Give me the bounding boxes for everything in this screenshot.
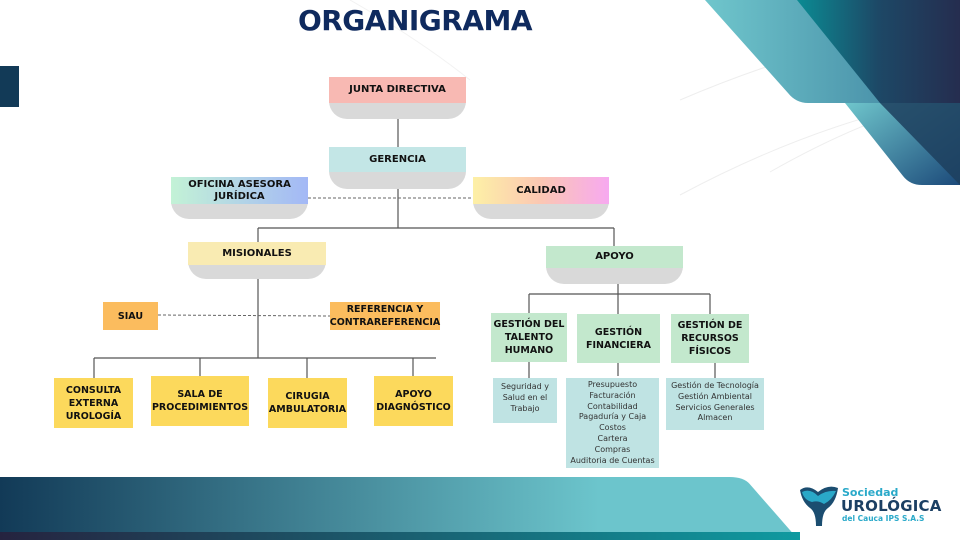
list-item: Salud en el [502,392,548,402]
decor-arc [349,0,471,81]
label-line: FINANCIERA [586,339,651,351]
label-line: GESTIÓN DE [677,320,743,331]
list-item: Facturación [589,390,636,400]
dashed-connector [157,314,331,317]
decor-bottom-band [0,477,799,540]
list-item: Compras [594,444,631,454]
node-apoyo-diagnostico: APOYO DIAGNÓSTICO [374,376,453,426]
label-line: CONTRAREFERENCIA [329,317,441,328]
node-junta-directiva: JUNTA DIRECTIVA [329,77,466,119]
decor-side-bar [0,66,19,107]
logo-line-3: del Cauca IPS S.A.S [842,514,925,523]
label-line: EXTERNA [68,397,119,409]
logo-mark-icon [800,486,838,526]
decor-bottom-strip [0,532,800,540]
label-line: AMBULATORIA [268,404,347,415]
page-title: ORGANIGRAMA [297,4,533,37]
label-line: PROCEDIMIENTOS [151,402,249,413]
label-line: JURÍDICA [214,190,265,202]
list-item: Cartera [597,433,628,443]
list-item: Costos [599,423,626,433]
label-line: TALENTO [504,332,554,343]
logo-line-1: Sociedad [842,486,899,499]
label-line: FÍSICOS [688,346,732,357]
node-label: MISIONALES [188,242,326,265]
list-item: Contabilidad [587,401,638,411]
node-label: CALIDAD [473,177,609,204]
list-item: Pagaduría y Caja [578,412,647,422]
list-item: Presupuesto [587,380,638,389]
node-shadow [546,264,683,284]
node-misionales: MISIONALES [188,242,326,279]
decor-shape [880,103,960,185]
node-gestion-recursos-fisicos: GESTIÓN DE RECURSOS FÍSICOS [671,314,749,363]
decor-shape [797,0,960,103]
list-item: Servicios Generales [675,402,755,412]
node-sala-de-procedimientos: SALA DE PROCEDIMIENTOS [151,376,249,426]
list-item: Auditoria de Cuentas [570,455,655,465]
node-label: SIAU [117,310,144,322]
node-siau: SIAU [103,302,158,330]
list-talento-humano: Seguridad y Salud en el Trabajo [493,378,557,423]
list-item: Almacen [697,413,733,423]
label-line: UROLOGÍA [65,410,122,422]
node-apoyo: APOYO [546,246,683,284]
node-label: APOYO [546,246,683,268]
label-line: REFERENCIA Y [346,304,424,315]
label-line: CIRUGIA [285,391,330,402]
label-line: APOYO [395,389,432,400]
label-line: OFICINA ASESORA [188,178,291,190]
company-logo: Sociedad UROLÓGICA del Cauca IPS S.A.S [798,480,958,530]
list-recursos-fisicos: Gestión de Tecnología Gestión Ambiental … [666,378,764,430]
node-calidad: CALIDAD [473,177,609,219]
list-item: Gestión de Tecnología [671,381,759,390]
list-item: Gestión Ambiental [678,391,752,401]
list-item: Trabajo [510,403,540,413]
node-label: JUNTA DIRECTIVA [329,77,466,103]
label-line: GESTIÓN [594,326,643,338]
node-referencia-contrareferencia: REFERENCIA Y CONTRAREFERENCIA [330,302,440,330]
node-cirugia-ambulatoria: CIRUGIA AMBULATORIA [268,378,347,428]
label-line: CONSULTA [65,384,122,396]
list-financiera: Presupuesto Facturación Contabilidad Pag… [566,378,659,468]
label-line: DIAGNÓSTICO [376,402,451,413]
node-gerencia: GERENCIA [329,147,466,189]
node-label: GERENCIA [329,147,466,172]
label-line: HUMANO [504,345,554,356]
label-line: GESTIÓN DEL [493,319,565,330]
node-gestion-talento-humano: GESTIÓN DEL TALENTO HUMANO [491,313,567,362]
logo-line-2: UROLÓGICA [841,497,942,515]
label-line: SALA DE [177,389,223,400]
list-item: Seguridad y [501,382,549,391]
label-line: RECURSOS [681,333,739,344]
